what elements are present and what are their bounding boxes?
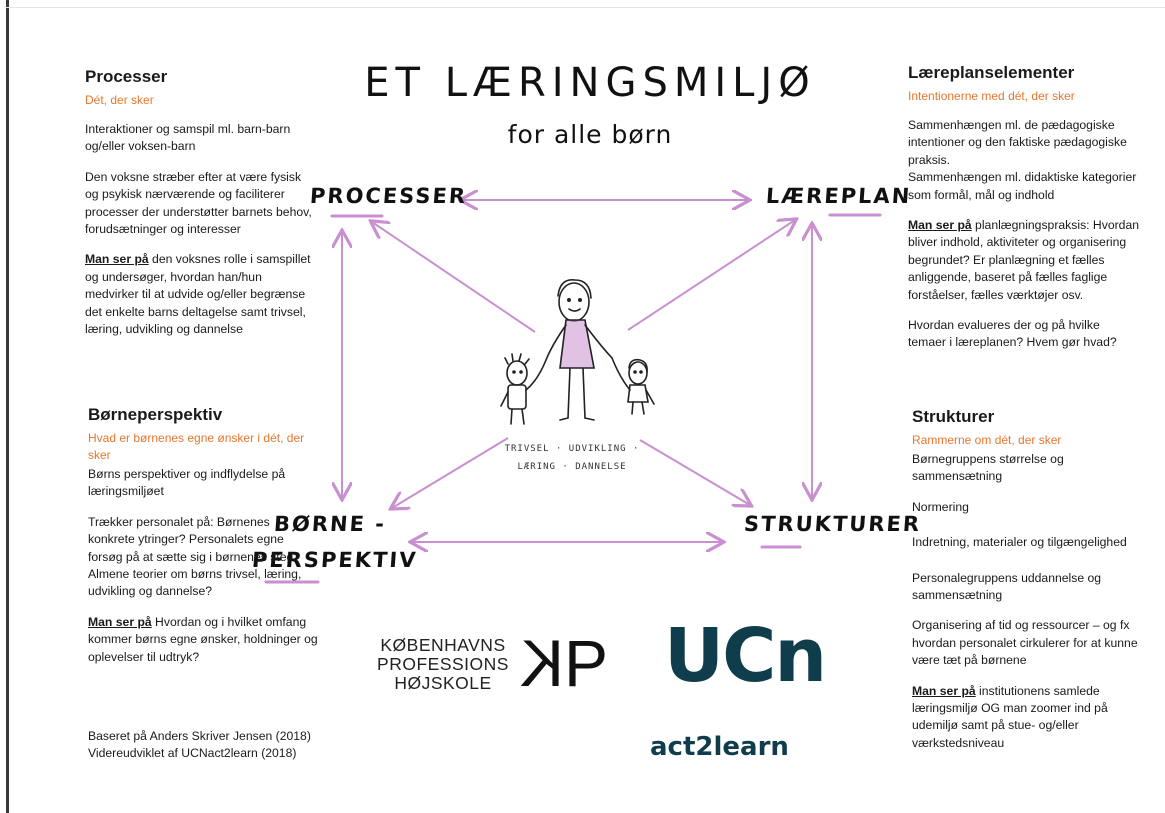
family-drawing [500, 279, 655, 425]
borneperspektiv-text-3-rest: Hvordan og i hvilket omfang kommer børns… [88, 614, 318, 664]
laereplan-text-3: Man ser på planlægningspraksis: Hvordan … [908, 217, 1140, 304]
node-strukturer: STRUKTURER [743, 512, 922, 536]
kp-logo-text: KØBENHAVNS PROFESSIONS HØJSKOLE [368, 636, 518, 693]
processer-text-2: Den voksne stræber efter at være fysisk … [85, 169, 312, 237]
processer-man-ser-paa: Man ser på [85, 252, 149, 267]
laereplan-text-3-rest: planlægningspraksis: Hvordan bliver indh… [908, 218, 1140, 302]
kp-logo-line2: PROFESSIONS [377, 654, 509, 674]
borneperspektiv-text-3: Man ser på Hvordan og i hvilket omfang k… [88, 614, 328, 666]
processer-text-3-rest: den voksnes rolle i samspillet og unders… [85, 252, 311, 337]
footnote: Baseret på Anders Skriver Jensen (2018) … [88, 728, 311, 763]
laereplan-text-1: Sammenhængen ml. de pædagogiske intentio… [908, 118, 1127, 167]
node-processer: PROCESSER [309, 184, 468, 208]
center-caption: TRIVSEL · UDVIKLING · LÆRING · DANNELSE [502, 440, 642, 476]
borneperspektiv-text-1: Børns perspektiver og indflydelse på lær… [88, 467, 286, 499]
arrow-center-borne [392, 437, 509, 508]
ucn-logo: UCn [664, 613, 827, 699]
kp-logo-mark: KP [522, 626, 608, 700]
processer-heading: Processer [85, 67, 168, 86]
kp-logo-mark-p: P [564, 626, 608, 700]
strukturer-text-2: Normering [912, 499, 969, 514]
diagram-title: ET LÆRINGSMILJØ [364, 60, 816, 106]
act2learn-logo: act2learn [650, 732, 789, 762]
laereplan-man-ser-paa: Man ser på [908, 218, 972, 233]
laereplan-box: Læreplanselementer Intentionerne med dét… [908, 62, 1140, 365]
strukturer-heading: Strukturer [912, 407, 995, 426]
strukturer-text-3: Indretning, materialer og tilgængelighed [912, 535, 1127, 550]
diagram-subtitle: for alle børn [507, 120, 673, 149]
center-caption-line1: TRIVSEL · UDVIKLING · [504, 444, 640, 454]
strukturer-text-6-rest: institutionens samlede læringsmiljø OG m… [912, 683, 1108, 750]
processer-subheading: Dét, der sker [85, 93, 154, 107]
borneperspektiv-subheading: Hvad er børnenes egne ønsker i dét, der … [88, 431, 305, 462]
borneperspektiv-man-ser-paa: Man ser på [88, 614, 152, 629]
kp-logo-mark-k: K [522, 626, 565, 700]
footnote-line2: Videreudviklet af UCNact2learn (2018) [88, 746, 297, 761]
page-top-border [6, 7, 1165, 8]
footnote-line1: Baseret på Anders Skriver Jensen (2018) [88, 729, 311, 743]
borneperspektiv-heading: Børneperspektiv [88, 405, 223, 424]
processer-box: Processer Dét, der sker Interaktioner og… [85, 66, 315, 351]
arrow-center-strukturer [639, 439, 750, 505]
laereplan-subheading: Intentionerne med dét, der sker [908, 89, 1075, 103]
strukturer-text-6: Man ser på institutionens samlede læring… [912, 683, 1147, 753]
kp-logo-line1: KØBENHAVNS [380, 635, 506, 655]
strukturer-subheading: Rammerne om dét, der sker [912, 433, 1062, 447]
strukturer-text-5: Organisering af tid og ressourcer – og f… [912, 618, 1138, 668]
processer-text-3: Man ser på den voksnes rolle i samspille… [85, 251, 315, 338]
laereplan-text-2: Sammenhængen ml. didaktiske kategorier s… [908, 170, 1137, 202]
borneperspektiv-box: Børneperspektiv Hvad er børnenes egne øn… [88, 404, 328, 679]
page-left-border [6, 0, 9, 813]
laereplan-heading: Læreplanselementer [908, 63, 1075, 82]
borneperspektiv-text-2: Trækker personalet på: Børnenes konkrete… [88, 514, 302, 599]
strukturer-text-4: Personalegruppens uddannelse og sammensæ… [912, 570, 1102, 603]
center-caption-line2: LÆRING · DANNELSE [517, 462, 627, 472]
strukturer-box: Strukturer Rammerne om dét, der sker Bør… [912, 406, 1147, 765]
strukturer-text-1: Børnegruppens størrelse og sammensætning [912, 452, 1064, 484]
arrow-center-processer [372, 222, 536, 333]
node-laereplan: LÆREPLAN [765, 184, 913, 208]
strukturer-man-ser-paa: Man ser på [912, 683, 976, 698]
processer-text-1: Interaktioner og samspil ml. barn-barn o… [85, 122, 291, 154]
laereplan-text-4: Hvordan evalueres der og på hvilke temae… [908, 318, 1117, 350]
kp-logo-line3: HØJSKOLE [394, 673, 492, 693]
arrow-center-laereplan [627, 220, 795, 331]
